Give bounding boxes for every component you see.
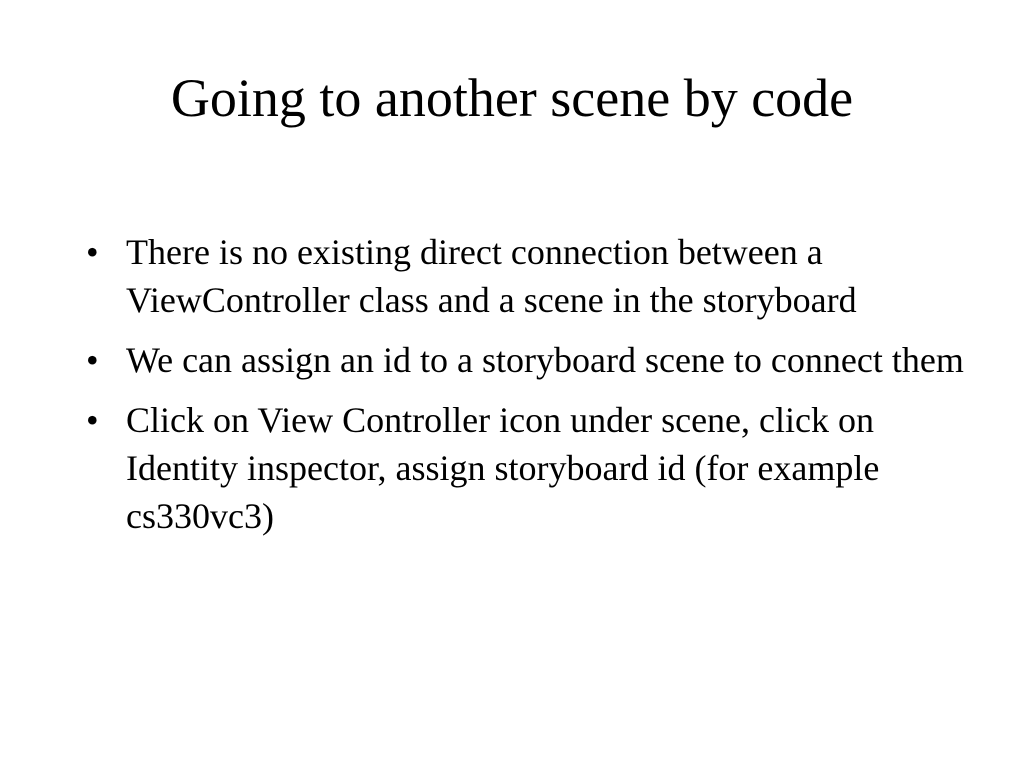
bullet-item: • We can assign an id to a storyboard sc…: [86, 336, 966, 384]
slide-title: Going to another scene by code: [170, 68, 854, 128]
bullet-item: • Click on View Controller icon under sc…: [86, 396, 966, 540]
bullet-text: Click on View Controller icon under scen…: [126, 400, 880, 536]
bullet-dot-icon: •: [86, 400, 99, 440]
bullet-text: We can assign an id to a storyboard scen…: [126, 340, 964, 380]
bullet-text: There is no existing direct connection b…: [126, 232, 857, 320]
bullet-list: • There is no existing direct connection…: [86, 228, 966, 552]
bullet-dot-icon: •: [86, 232, 99, 272]
bullet-item: • There is no existing direct connection…: [86, 228, 966, 324]
bullet-dot-icon: •: [86, 340, 99, 380]
